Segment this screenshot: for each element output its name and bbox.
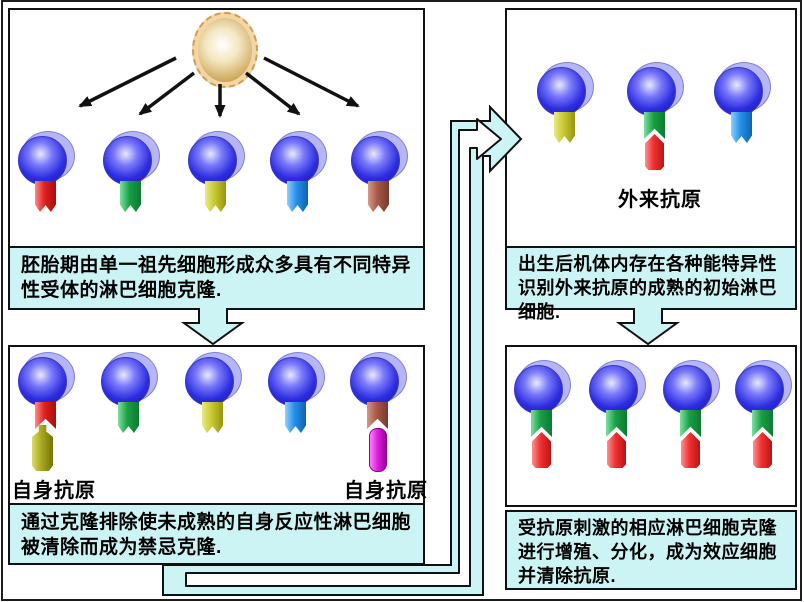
cell-body — [735, 365, 784, 414]
receptor-yellow — [205, 181, 226, 212]
antigen-red — [607, 432, 626, 468]
progenitor-cell — [192, 12, 258, 88]
receptor-blue — [731, 112, 752, 143]
antigen-red — [681, 432, 700, 468]
cell-body — [663, 365, 712, 414]
cell-body — [627, 67, 676, 116]
down-arrow-left — [180, 308, 246, 346]
lymphocyte-blue — [269, 131, 327, 255]
lymphocyte-yellow — [187, 131, 245, 255]
receptor-yellow — [202, 402, 223, 433]
progenitor-core — [198, 18, 252, 82]
caption-mature: 出生后机体内存在各种能特异性识别外来抗原的成熟的初始淋巴细胞. — [505, 246, 797, 322]
foreign-antigen-label: 外来抗原 — [618, 189, 702, 211]
cell-body — [270, 136, 319, 185]
self-antigen-label-left: 自身抗原 — [12, 480, 96, 502]
effector-lymphocyte — [662, 360, 720, 484]
lymphocyte-green — [100, 352, 158, 476]
self-antigen-label-right: 自身抗原 — [344, 480, 428, 502]
cell-body — [268, 357, 317, 406]
lymphocyte-blue — [267, 352, 325, 476]
foreign-antigen-red — [645, 134, 664, 170]
receptor-green — [752, 410, 773, 437]
lymphocyte-green-foreignantigen — [626, 62, 684, 186]
lymphocyte-red — [17, 131, 75, 255]
effector-lymphocyte — [513, 360, 571, 484]
self-antigen-magenta — [369, 428, 387, 472]
lymphocyte-blue — [713, 62, 771, 186]
receptor-red — [35, 402, 56, 429]
receptor-maroon — [367, 402, 388, 429]
self-antigen-olive — [32, 425, 53, 471]
receptor-green — [680, 410, 701, 437]
lymphocyte-yellow — [536, 62, 594, 186]
caption-embryonic: 胚胎期由单一祖先细胞形成众多具有不同特异性受体的淋巴细胞克隆. — [8, 246, 425, 310]
lymphocyte-yellow — [184, 352, 242, 476]
effector-lymphocyte — [734, 360, 792, 484]
caption-activation: 受抗原刺激的相应淋巴细胞克隆进行增殖、分化，成为效应细胞并清除抗原. — [505, 510, 797, 590]
receptor-green — [606, 410, 627, 437]
cell-body — [351, 136, 400, 185]
cell-body — [18, 357, 67, 406]
receptor-green — [118, 402, 139, 433]
receptor-blue — [287, 181, 308, 212]
cell-body — [185, 357, 234, 406]
cell-body — [350, 357, 399, 406]
cell-body — [18, 136, 67, 185]
receptor-green — [644, 112, 665, 139]
cell-body — [514, 365, 563, 414]
antigen-red — [532, 432, 551, 468]
lymphocyte-maroon — [350, 131, 408, 255]
antigen-red — [753, 432, 772, 468]
receptor-blue — [285, 402, 306, 433]
cell-body — [188, 136, 237, 185]
cell-body — [589, 365, 638, 414]
receptor-green — [120, 181, 141, 212]
receptor-maroon — [368, 181, 389, 212]
down-arrow-right — [615, 308, 681, 346]
cell-body — [714, 67, 763, 116]
cell-body — [537, 67, 586, 116]
receptor-red — [35, 181, 56, 212]
lymphocyte-green — [102, 131, 160, 255]
cell-body — [101, 357, 150, 406]
caption-deletion: 通过克隆排除使未成熟的自身反应性淋巴细胞被清除而成为禁忌克隆. — [8, 503, 425, 565]
effector-lymphocyte — [588, 360, 646, 484]
receptor-green — [531, 410, 552, 437]
cell-body — [103, 136, 152, 185]
lymphocyte-red-selfantigen — [17, 352, 75, 476]
receptor-yellow — [554, 112, 575, 143]
lymphocyte-maroon-selfantigen — [349, 352, 407, 476]
